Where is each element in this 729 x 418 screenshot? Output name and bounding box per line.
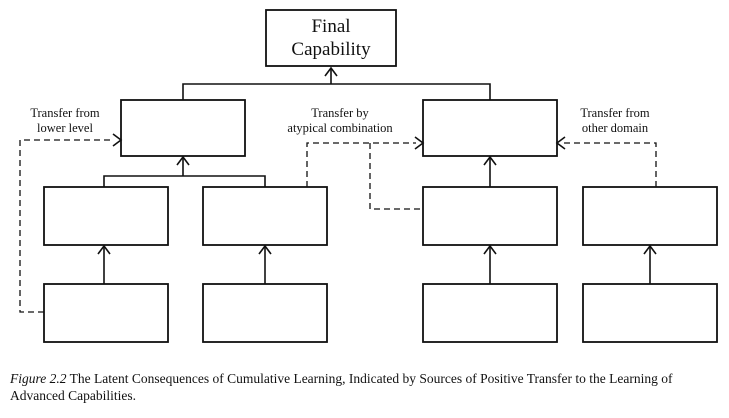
level2-left-arrowhead xyxy=(176,155,190,166)
transfer-lower-level-label-line1: Transfer from xyxy=(30,106,100,120)
level2-left-connector xyxy=(103,157,266,187)
level1-box-4 xyxy=(582,186,718,246)
transfer-atypical-branch xyxy=(369,143,423,210)
level0-box-1 xyxy=(43,283,169,343)
transfer-lower-level-path xyxy=(19,139,114,313)
transfer-atypical-arrowhead xyxy=(414,136,425,150)
level2-left-box xyxy=(120,99,246,157)
transfer-lower-level-arrowhead xyxy=(112,133,123,147)
level0-box-3 xyxy=(422,283,558,343)
figure-caption: Figure 2.2 The Latent Consequences of Cu… xyxy=(10,370,722,404)
up-arrowhead-4 xyxy=(643,244,657,255)
final-capability-line1: Final xyxy=(311,16,350,37)
caption-text: The Latent Consequences of Cumulative Le… xyxy=(10,371,673,403)
final-arrowhead xyxy=(324,66,338,77)
transfer-lower-level-label-line2: lower level xyxy=(37,121,93,135)
transfer-atypical-path xyxy=(306,142,416,187)
transfer-other-domain-label-line2: other domain xyxy=(582,121,649,135)
level1-box-3 xyxy=(422,186,558,246)
level2-right-box xyxy=(422,99,558,157)
level1-box-2 xyxy=(202,186,328,246)
up-arrowhead-1 xyxy=(97,244,111,255)
up-arrowhead-2 xyxy=(258,244,272,255)
final-connector xyxy=(182,68,491,100)
transfer-other-domain-path xyxy=(564,142,657,187)
final-capability-box xyxy=(265,9,397,67)
final-capability-line2: Capability xyxy=(291,39,371,60)
transfer-atypical-label-line2: atypical combination xyxy=(287,121,393,135)
up-arrowhead-3 xyxy=(483,244,497,255)
transfer-atypical-label-line1: Transfer by xyxy=(311,106,369,120)
figure-label: Figure 2.2 xyxy=(10,371,67,386)
level0-box-4 xyxy=(582,283,718,343)
transfer-other-domain-arrowhead xyxy=(555,136,566,150)
level0-box-2 xyxy=(202,283,328,343)
level2-right-arrowhead xyxy=(483,155,497,166)
transfer-other-domain-label-line1: Transfer from xyxy=(580,106,650,120)
level1-box-1 xyxy=(43,186,169,246)
